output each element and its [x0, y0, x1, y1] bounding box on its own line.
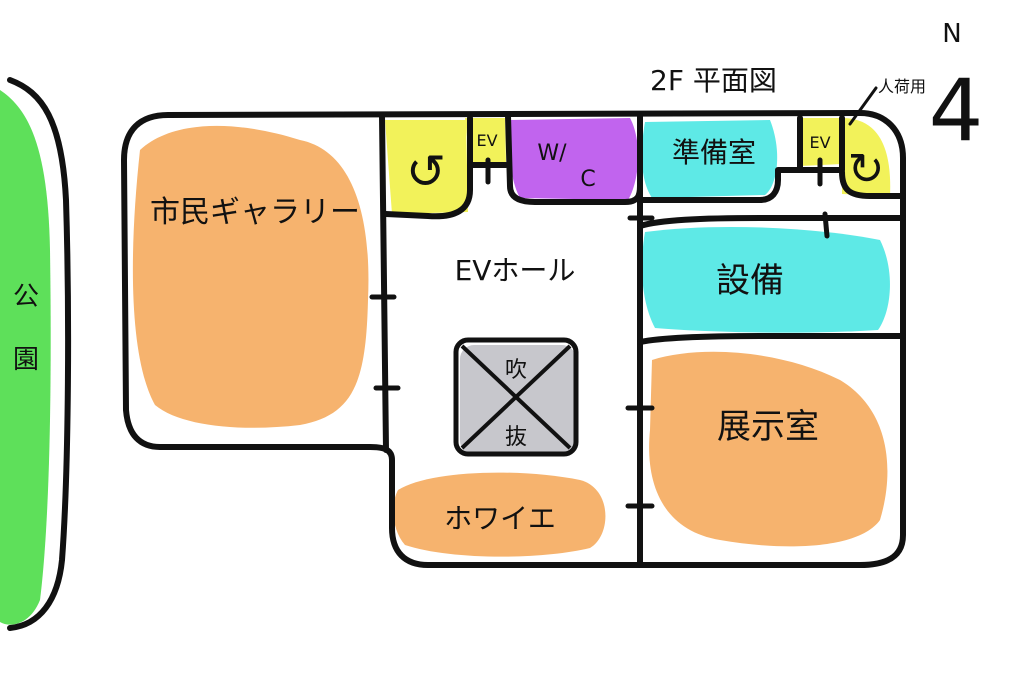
park-boundary [7, 77, 72, 631]
header: 2F 平面図 人荷用 N 4 [650, 19, 983, 161]
wall-equipment-top [637, 215, 906, 229]
void-symbol: 吹 抜 [453, 337, 579, 457]
park-label-top: 公 [13, 282, 39, 312]
wall-stair-left [383, 115, 473, 220]
ev-right-fill [798, 118, 842, 166]
ev-hall-label: EVホール [455, 254, 576, 287]
foyer-fill [393, 472, 606, 557]
wall-prep [637, 167, 803, 203]
ev-left-fill [465, 118, 506, 166]
freight-annotation: 人荷用 [878, 77, 926, 96]
wc-label-top: W/ [537, 141, 567, 166]
door-equipment [822, 211, 830, 239]
stair-left-arrow-icon: ↺ [406, 144, 446, 200]
prep-fill [641, 120, 778, 198]
door-marks [369, 157, 830, 509]
ev-right-label: EV [809, 133, 830, 152]
void-label-bottom: 抜 [505, 425, 527, 450]
void-label-top: 吹 [505, 358, 527, 383]
room-fills [132, 118, 891, 557]
exhibition-label: 展示室 [717, 407, 819, 447]
north-arrow-icon: 4 [929, 61, 984, 161]
north-arrow-letter: N [942, 19, 961, 49]
stair-right-arrow-icon: ↻ [848, 144, 885, 195]
exhibition-fill [649, 351, 888, 547]
walls [121, 110, 906, 568]
stair-right-fill [842, 118, 891, 196]
prep-label: 準備室 [672, 136, 756, 169]
plan-title: 2F 平面図 [650, 64, 777, 97]
wall-stair-right [839, 169, 906, 199]
foyer-label: ホワイエ [444, 502, 556, 535]
wall-gallery-right [379, 113, 389, 453]
park-area: 公 園 [0, 77, 72, 631]
wc-fill [509, 118, 639, 200]
wc-label-bottom: C [580, 167, 595, 192]
annotation-leader [848, 86, 878, 126]
room-labels: 市民ギャラリー EVホール ホワイエ W/ C 準備室 設備 展示室 EV EV… [150, 131, 884, 535]
void-cross-2 [460, 344, 572, 450]
building-outline [121, 110, 906, 568]
gallery-label: 市民ギャラリー [150, 195, 360, 230]
park-fill [0, 90, 51, 625]
void-box [453, 337, 579, 457]
equipment-fill [642, 226, 890, 333]
stair-left-fill [385, 120, 468, 214]
ev-left-label: EV [476, 131, 497, 150]
gallery-fill [132, 125, 369, 428]
equipment-label: 設備 [716, 261, 784, 301]
wall-equipment-bottom [637, 333, 906, 345]
park-label-bottom: 園 [13, 345, 39, 375]
